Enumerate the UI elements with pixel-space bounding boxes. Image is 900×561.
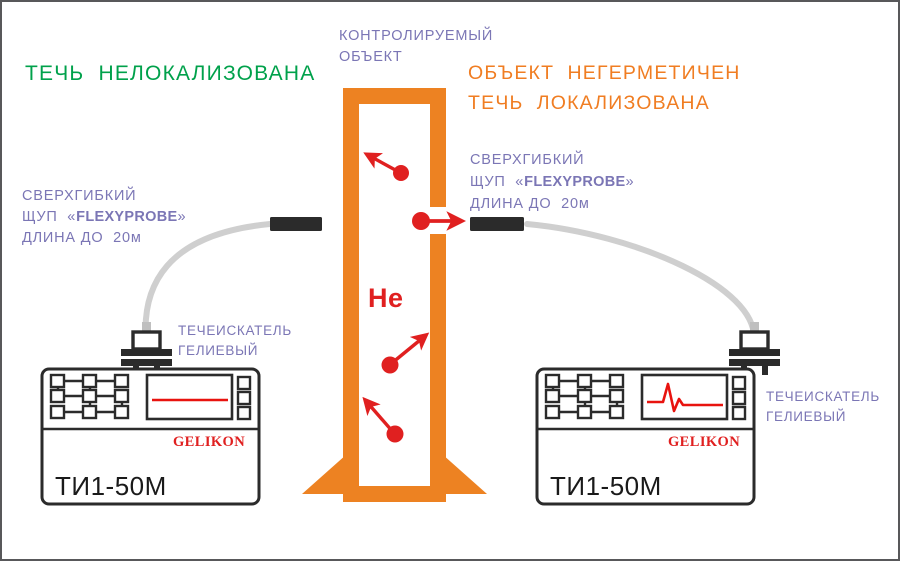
probe-left-line3: ДЛИНА ДО 20м: [22, 230, 142, 246]
detector-display-left: [145, 373, 234, 421]
helium-flow-arrows: [362, 152, 467, 443]
detector-left-model: ТИ1-50М: [55, 471, 167, 501]
vessel-wall-top: [343, 88, 446, 104]
detector-right-model: ТИ1-50М: [550, 471, 662, 501]
vessel-base-right-flare: [442, 454, 487, 494]
probe-left-line2: ЩУП «FLEXYPROBE»: [22, 207, 186, 228]
vessel-wall-right-lower: [430, 234, 446, 492]
arrow-molecule-upper-left: [363, 152, 400, 174]
detector-left-caption-line2: ГЕЛИЕВЫЙ: [178, 343, 259, 358]
detector-right-caption-line2: ГЕЛИЕВЫЙ: [766, 409, 847, 424]
keypad-buttons-left[interactable]: [49, 373, 130, 420]
probe-right-line3: ДЛИНА ДО 20м: [470, 196, 590, 212]
connector-flange-upper-left: [121, 349, 172, 356]
probe-left-line2-post: »: [177, 209, 187, 225]
molecule-dot-upper-left: [393, 165, 409, 181]
status-right-localized: ТЕЧЬ ЛОКАЛИЗОВАНА: [468, 92, 710, 114]
probe-right-line2-pre: ЩУП «: [470, 174, 525, 190]
probe-right-brand: FLEXYPROBE: [524, 174, 626, 190]
arrow-molecule-mid-lower: [390, 332, 430, 365]
side-buttons-right[interactable]: [731, 375, 747, 421]
detector-unit-left: [40, 322, 261, 506]
connector-stem-left: [142, 322, 151, 338]
molecule-dot-mid-lower: [381, 356, 399, 374]
probe-right-line2-post: »: [625, 174, 635, 190]
side-buttons-left[interactable]: [236, 375, 252, 421]
signal-trace-right-peak: [647, 382, 723, 413]
detector-display-right: [640, 373, 729, 421]
vessel-wall-left: [343, 88, 359, 492]
controlled-object-title: КОНТРОЛИРУЕМЫЙ ОБЪЕКТ: [339, 28, 494, 65]
probe-left-line1: СВЕРХГИБКИЙ: [22, 188, 137, 204]
probe-left-line2-pre: ЩУП «: [22, 209, 77, 225]
probe-tip-right: [470, 217, 524, 231]
cable-line-left: [142, 221, 273, 343]
probe-cable-left: [142, 217, 322, 343]
molecule-dot-bottom: [386, 425, 404, 443]
cable-line-right: [524, 221, 758, 343]
vessel-wall-right-upper: [430, 88, 446, 207]
connector-stem-right: [750, 322, 759, 338]
status-right-leaky: ОБЪЕКТ НЕГЕРМЕТИЧЕН: [468, 62, 741, 84]
vessel-base-left-flare: [302, 454, 347, 494]
probe-cable-right: [470, 217, 758, 343]
connector-box-left: [131, 330, 162, 351]
helium-gas-label: He: [368, 283, 404, 313]
controlled-object-vessel: [302, 88, 487, 502]
molecule-dot-escaping: [412, 212, 430, 230]
connector-leg-b-right: [762, 366, 768, 375]
connector-flange-lower-left: [121, 359, 172, 366]
connector-flange-lower-right: [729, 359, 780, 366]
detector-right-caption-line1: ТЕЧЕИСКАТЕЛЬ: [766, 389, 880, 404]
detector-right-brand: GELIKON: [668, 434, 741, 450]
arrow-molecule-bottom: [362, 396, 395, 434]
connector-box-right: [739, 330, 770, 351]
probe-left-brand: FLEXYPROBE: [76, 209, 178, 225]
probe-tip-left: [270, 217, 322, 231]
keypad-buttons-right[interactable]: [544, 373, 625, 420]
detector-left-caption-line1: ТЕЧЕИСКАТЕЛЬ: [178, 323, 292, 338]
detector-left-brand: GELIKON: [173, 434, 246, 450]
connector-flange-upper-right: [729, 349, 780, 356]
detector-unit-right: [535, 322, 780, 506]
probe-right-line1: СВЕРХГИБКИЙ: [470, 152, 585, 168]
vessel-base-plinth: [343, 486, 446, 502]
probe-right-line2: ЩУП «FLEXYPROBE»: [470, 172, 634, 193]
status-left-not-localized: ТЕЧЬ НЕЛОКАЛИЗОВАНА: [25, 62, 316, 85]
